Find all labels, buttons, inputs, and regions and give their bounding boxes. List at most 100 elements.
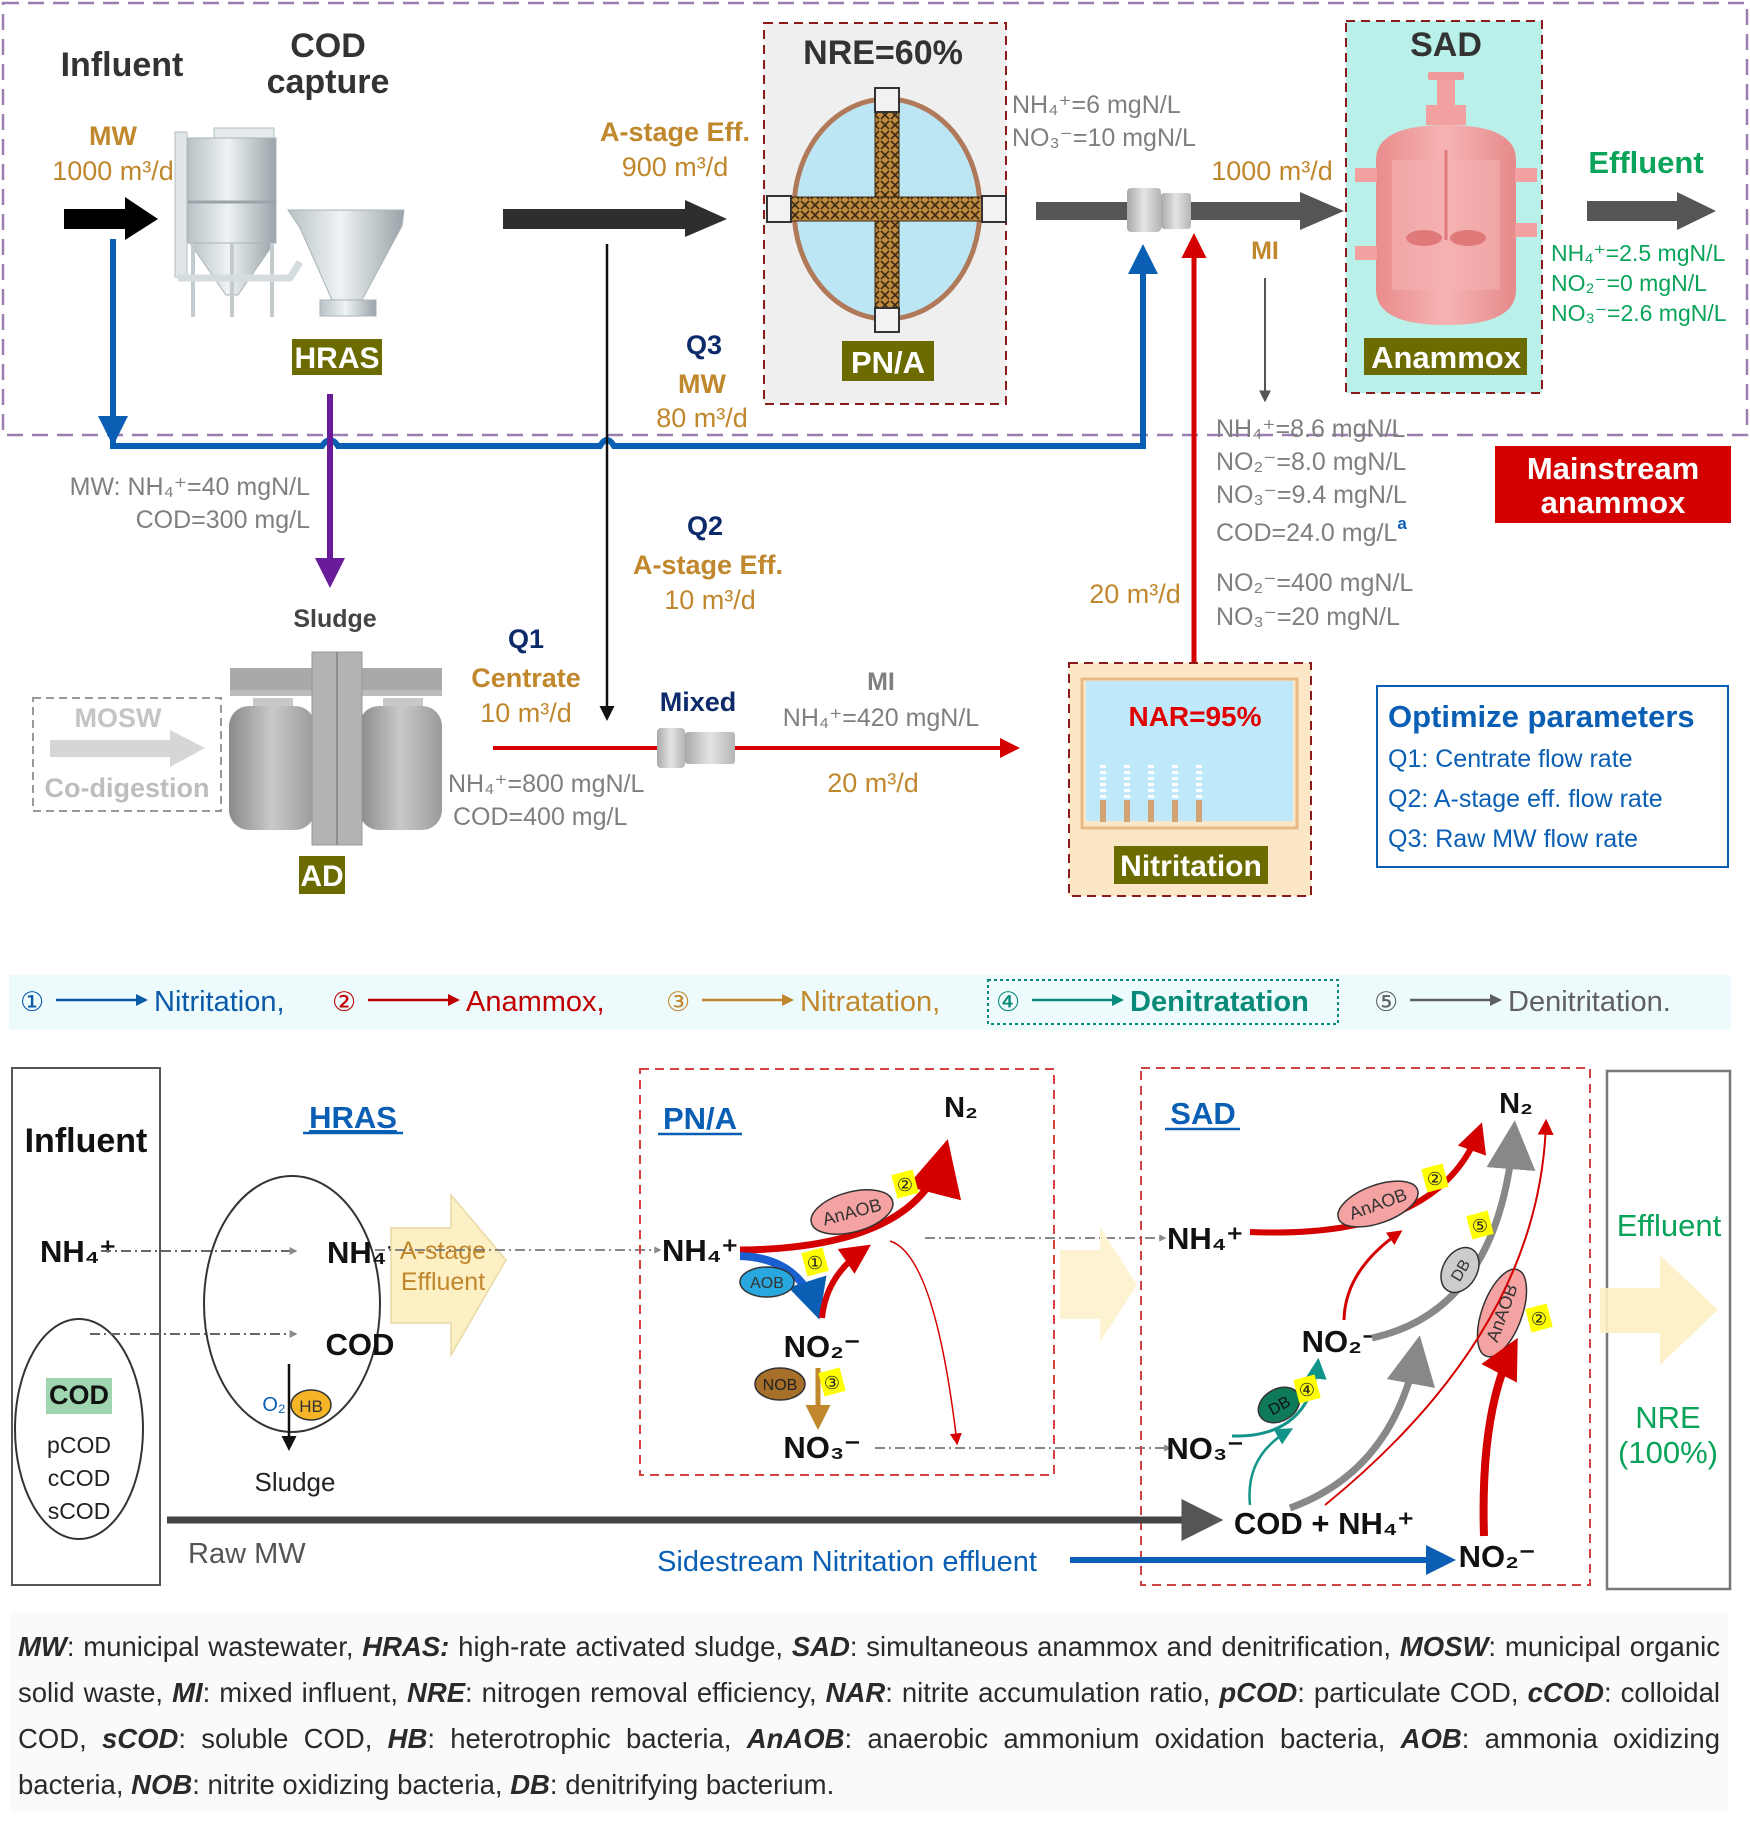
a-stage-arrow	[503, 200, 727, 237]
caption-definition: : simultaneous anammox and denitrificati…	[849, 1631, 1400, 1662]
caption-definition: : denitrifying bacterium.	[549, 1769, 835, 1800]
step-badge-bg	[1466, 1210, 1494, 1240]
step-badge-bg	[1525, 1303, 1553, 1333]
a-stage-effluent-2: Effluent	[401, 1268, 485, 1296]
caption-definition: : municipal wastewater,	[66, 1631, 363, 1662]
side-mixer-icon-2	[685, 732, 735, 764]
legend-arrowhead	[782, 994, 794, 1006]
hras-equipment-icon	[174, 127, 405, 317]
q2-label: Q2	[687, 511, 723, 541]
sad-no3: NO₃⁻	[1166, 1431, 1243, 1466]
pna-label: PN/A	[851, 345, 925, 380]
pna-step-badges: ②①③	[801, 1169, 919, 1397]
optimize-title: Optimize parameters	[1388, 699, 1695, 734]
mainstream-badge	[1495, 446, 1731, 523]
legend-number: ④	[996, 987, 1020, 1018]
anammox-nitrate-arrow	[889, 1240, 962, 1446]
sad-anaob-badge-1	[1337, 1180, 1419, 1228]
step-badge-number: ③	[824, 1373, 840, 1394]
side-mi-flow: 20 m³/d	[827, 768, 919, 798]
mosw-arrow	[50, 730, 205, 767]
mosw-box	[32, 697, 222, 812]
pna-no3: NO₃⁻	[783, 1430, 860, 1465]
mainstream-badge-line1: Mainstream	[1527, 451, 1699, 486]
caption-term: MOSW	[1399, 1631, 1489, 1662]
sad-sidestream-no2-arrow	[1479, 1337, 1518, 1537]
db-badge-gray	[1440, 1246, 1480, 1294]
caption-term: pCOD	[1219, 1677, 1298, 1708]
legend-label: Nitritation,	[154, 986, 285, 1018]
step-badge-number: ①	[807, 1253, 823, 1274]
q2-stream: A-stage Eff.	[633, 550, 783, 580]
effluent-arrow	[1587, 192, 1716, 230]
step-badge-bg	[1293, 1374, 1321, 1404]
effluent-no3: NO₃⁻=2.6 mgN/L	[1551, 300, 1727, 326]
optimize-q3: Q3: Raw MW flow rate	[1388, 825, 1638, 853]
caption-definition: : nitrite accumulation ratio,	[885, 1677, 1220, 1708]
side-mi-label: MI	[867, 668, 895, 696]
caption-term: HB	[387, 1723, 428, 1754]
effluent-nh4: NH₄⁺=2.5 mgN/L	[1551, 240, 1725, 266]
caption-definition: : nitrite oxidizing bacteria,	[192, 1769, 511, 1800]
legend-label: Nitratation,	[800, 986, 940, 1018]
nar-value: NAR=95%	[1128, 701, 1261, 732]
mainstream-badge-line2: anammox	[1541, 485, 1686, 520]
caption-definition: : nitrogen removal efficiency,	[465, 1677, 826, 1708]
caption-definition: : municipal organic solid waste,	[18, 1631, 1721, 1708]
effluent-no2: NO₂⁻=0 mgN/L	[1551, 270, 1707, 296]
mainstream-boundary	[1, 1, 1749, 437]
hb-label: HB	[299, 1397, 323, 1416]
hras-sludge-label: Sludge	[255, 1467, 336, 1497]
caption-term: AOB	[1400, 1723, 1462, 1754]
aob-label: AOB	[750, 1275, 784, 1292]
legend-label: Denitritation.	[1508, 986, 1671, 1018]
anammox-label-box	[1364, 338, 1527, 375]
q1-flow: 10 m³/d	[480, 698, 572, 728]
pna-no2: NO₂⁻	[784, 1329, 861, 1364]
legend-number: ②	[332, 987, 356, 1018]
sad-process-box	[1140, 1067, 1591, 1586]
step-badge-number: ②	[1427, 1169, 1443, 1190]
nob-label: NOB	[763, 1377, 798, 1394]
pna-label-box	[842, 341, 934, 381]
sad-cod-nh4: COD + NH₄⁺	[1234, 1506, 1414, 1541]
bottom-influent-cod: COD	[49, 1380, 109, 1410]
step-badge-number: ②	[1531, 1309, 1547, 1330]
pna-reactor-icon	[766, 87, 1007, 333]
q1-stream: Centrate	[471, 663, 581, 693]
nitritation-eff-no2: NO₂⁻=400 mgN/L	[1216, 569, 1413, 597]
nitritation-eff-no3: NO₃⁻=20 mgN/L	[1216, 603, 1400, 631]
legend-arrowhead	[448, 994, 460, 1006]
sad-no2-side: NO₂⁻	[1459, 1539, 1536, 1574]
cod-fraction-ellipse	[14, 1318, 144, 1540]
q3-label: Q3	[686, 330, 722, 360]
caption-term: cCOD	[1527, 1677, 1604, 1708]
q3-flow: 80 m³/d	[656, 403, 748, 433]
influent-title: Influent	[61, 46, 184, 84]
step-badge-bg	[1421, 1163, 1449, 1193]
legend-number: ⑤	[1374, 987, 1398, 1018]
mosw-label: MOSW	[75, 703, 163, 733]
q3-bypass-line	[110, 239, 1158, 449]
legend-band	[9, 975, 1731, 1030]
sad-no2-to-anammox	[1342, 1230, 1403, 1321]
nitritation-return-flow: 20 m³/d	[1089, 579, 1181, 609]
caption-term: MW	[18, 1631, 67, 1662]
bottom-influent-title: Influent	[25, 1122, 148, 1160]
sad-n2: N₂	[1499, 1088, 1533, 1120]
caption-term: MI	[172, 1677, 203, 1708]
sad-nh4: NH₄⁺	[1167, 1221, 1243, 1256]
mi-nh4: NH₄⁺=8.6 mgN/L	[1216, 415, 1406, 443]
bottom-influent-box	[11, 1067, 161, 1586]
mixer-icon	[1127, 188, 1161, 232]
figure-caption: MW: municipal wastewater, HRAS: high-rat…	[10, 1612, 1728, 1812]
q3-mw-label: MW	[678, 369, 726, 399]
nob-badge	[754, 1367, 806, 1401]
caption-definition: : heterotrophic bacteria,	[427, 1723, 747, 1754]
pna-effluent-nh4: NH₄⁺=6 mgN/L	[1012, 91, 1181, 119]
hras-title: HRAS	[309, 1100, 397, 1135]
mw-label: MW	[89, 121, 137, 151]
step-badge-number: ⑤	[1472, 1216, 1488, 1237]
